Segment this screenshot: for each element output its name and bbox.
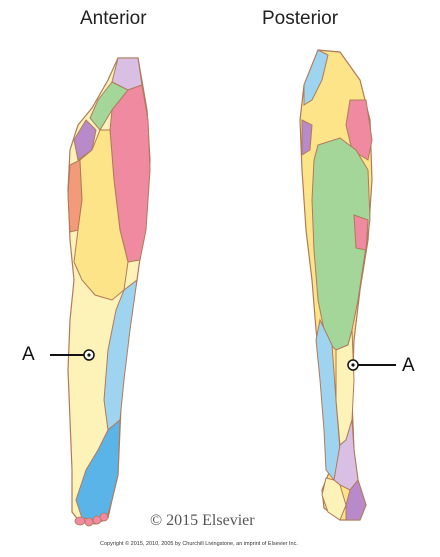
posterior-purple-region xyxy=(301,119,313,156)
toe xyxy=(74,516,86,526)
watermark-text: © 2015 Elsevier xyxy=(150,512,255,529)
anterior-toes xyxy=(74,512,109,527)
posterior-light-blue-top-region xyxy=(303,49,329,106)
toe xyxy=(84,517,94,527)
posterior-leg xyxy=(299,49,396,521)
anterior-view-title: Anterior xyxy=(80,8,147,29)
anterior-yellow-region xyxy=(73,129,129,301)
posterior-purple-foot-region xyxy=(345,478,367,521)
toe xyxy=(99,512,109,522)
anterior-leg xyxy=(50,57,151,527)
posterior-light-blue-low-region xyxy=(315,318,341,482)
anterior-pink-region xyxy=(109,84,151,263)
posterior-heel-region xyxy=(321,477,347,521)
posterior-view-title: Posterior xyxy=(262,8,339,29)
marker-dot-left xyxy=(87,353,91,357)
marker-label-right: A xyxy=(402,355,415,376)
marker-dot-right xyxy=(351,363,355,367)
copyright-text: Copyright © 2015, 2010, 2005 by Churchil… xyxy=(100,541,298,547)
posterior-pink-top-region xyxy=(345,99,373,161)
marker-label-left: A xyxy=(22,344,35,365)
posterior-pink-low-region xyxy=(353,214,369,251)
anterior-purple-region xyxy=(73,119,97,161)
